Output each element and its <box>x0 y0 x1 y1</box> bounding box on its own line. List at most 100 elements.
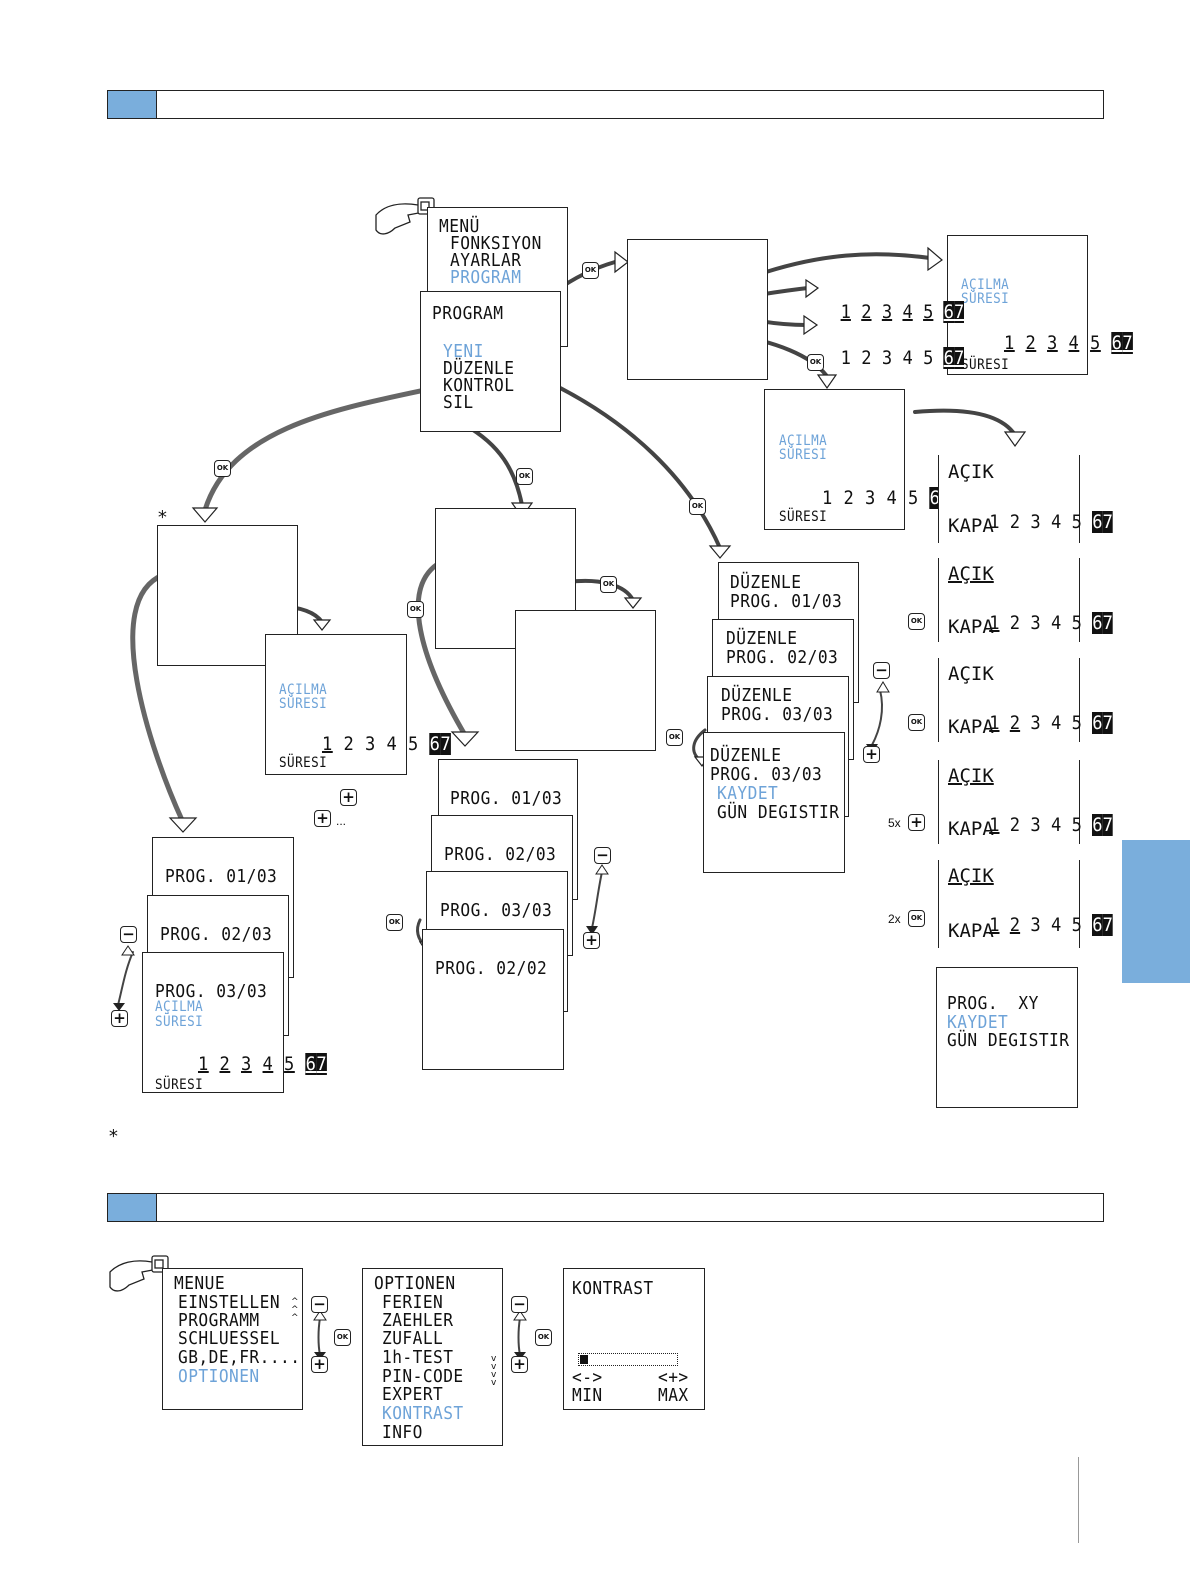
ok-button[interactable]: OK <box>407 601 424 618</box>
prog-xy-screen: PROG. XY KAYDET GÜN DEGISTIR <box>936 967 1078 1108</box>
section-header-tab <box>108 91 157 118</box>
gun-degistir-item: GÜN DEGISTIR <box>717 802 840 823</box>
ok-button[interactable]: OK <box>807 354 824 371</box>
days-row: 1 2 3 4 5 67 <box>989 612 1113 634</box>
suresi-label-blue: SÜRESI <box>961 291 1010 307</box>
menue-item-einstellen: EINSTELLEN <box>178 1292 281 1313</box>
optionen-item-expert: EXPERT <box>382 1384 444 1405</box>
menue-screen: MENUE EINSTELLEN PROGRAMM SCHLUESSEL GB,… <box>162 1268 303 1410</box>
acilma-screen-top: AÇILMA SÜRESI 1 2 3 4 5 67 SÜRESI <box>947 235 1134 375</box>
minus-button[interactable]: − <box>311 1296 328 1313</box>
max-label: MAX <box>658 1385 689 1406</box>
prog-label: PROG. 02/02 <box>435 958 548 979</box>
duzenle-screen-4: DÜZENLE PROG. 03/03 KAYDET GÜN DEGISTIR <box>703 732 845 873</box>
kaydet-item: KAYDET <box>947 1012 1009 1033</box>
menu-item-fonksiyon: FONKSIYON <box>450 233 542 254</box>
program-item-duzenle: DÜZENLE <box>443 358 515 379</box>
days-row-all-selected: 1 2 3 4 5 67 <box>840 301 965 323</box>
optionen-item-kontrast: KONTRAST <box>382 1403 464 1424</box>
program-title: PROGRAM <box>432 303 504 324</box>
prog-label: PROG. 02/03 <box>444 844 557 865</box>
acilma-screen-middle: AÇILMA SÜRESI 1 2 3 4 5 67 SÜRESI <box>764 389 952 530</box>
acilma-label: AÇILMA <box>155 999 204 1015</box>
suresi-label-blue: SÜRESI <box>155 1014 204 1030</box>
menue-item-schluessel: SCHLUESSEL <box>178 1328 281 1349</box>
ok-button[interactable]: OK <box>908 613 925 630</box>
plus-button[interactable]: + <box>340 789 357 806</box>
days-row: 1 2 3 4 5 67 <box>989 814 1113 836</box>
footnote-star: * <box>157 507 168 528</box>
min-label: MIN <box>572 1385 603 1406</box>
contrast-level-fill <box>580 1355 588 1364</box>
menue-item-optionen: OPTIONEN <box>178 1366 260 1387</box>
days-row: 1 2 3 4 5 67 <box>1003 332 1134 354</box>
ok-button[interactable]: OK <box>908 910 925 927</box>
duzenle-title: DÜZENLE <box>730 572 802 593</box>
program-item-sil: SIL <box>443 392 474 413</box>
plus-button[interactable]: + <box>314 810 331 827</box>
contrast-level-bar[interactable] <box>578 1353 678 1366</box>
acik-label: AÇIK <box>948 765 994 787</box>
ok-button[interactable]: OK <box>908 714 925 731</box>
ok-button[interactable]: OK <box>386 914 403 931</box>
acik-label: AÇIK <box>948 663 994 685</box>
kapa-label: KAPA <box>948 818 994 840</box>
plus-button[interactable]: + <box>511 1356 528 1373</box>
blank-screen-kontrol-2 <box>515 610 656 751</box>
plus-button[interactable]: + <box>311 1356 328 1373</box>
prog-label: PROG. 01/03 <box>450 788 563 809</box>
program-screen: PROGRAM YENI DÜZENLE KONTROL SIL <box>420 291 561 432</box>
plus-button[interactable]: + <box>863 746 880 763</box>
kapa-label: KAPA <box>948 515 994 537</box>
prog-label: PROG. 03/03 <box>710 764 823 785</box>
duzenle-title: DÜZENLE <box>726 628 798 649</box>
minus-button[interactable]: − <box>873 662 890 679</box>
ok-button[interactable]: OK <box>600 576 617 593</box>
menue-item-language: GB,DE,FR.... <box>178 1347 301 1368</box>
ok-button[interactable]: OK <box>689 498 706 515</box>
prog-label: PROG. 01/03 <box>165 866 278 887</box>
ok-button[interactable]: OK <box>334 1329 351 1346</box>
prog-label: PROG. 01/03 <box>730 591 843 612</box>
side-tab <box>1122 840 1190 983</box>
program-item-kontrol: KONTROL <box>443 375 515 396</box>
days-row: 1 2 3 4 5 67 <box>197 1053 328 1075</box>
ok-button[interactable]: OK <box>516 468 533 485</box>
plus-button[interactable]: + <box>111 1010 128 1027</box>
optionen-item-info: INFO <box>382 1422 423 1443</box>
gun-degistir-item: GÜN DEGISTIR <box>947 1030 1070 1051</box>
kapa-label: KAPA <box>948 920 994 942</box>
minus-button[interactable]: − <box>120 926 137 943</box>
kontrast-title: KONTRAST <box>572 1278 654 1299</box>
section-header-2 <box>107 1193 1104 1222</box>
acik-kapa-screen-4: AÇIK 1 2 3 4 5 67 KAPA <box>938 760 1113 844</box>
ok-button[interactable]: OK <box>535 1329 552 1346</box>
kaydet-item: KAYDET <box>717 783 779 804</box>
days-row: 1 2 3 4 5 67 <box>321 733 452 755</box>
menu-item-ayarlar: AYARLAR <box>450 250 522 271</box>
ellipsis-label: ... <box>336 814 347 828</box>
ok-button[interactable]: OK <box>666 729 683 746</box>
suresi-label: SÜRESI <box>155 1077 204 1093</box>
kontrast-screen: KONTRAST <-> <+> MIN MAX <box>563 1268 705 1410</box>
ok-button[interactable]: OK <box>582 262 599 279</box>
days-row-weekend-selected: 1 2 3 4 5 67 <box>840 347 965 369</box>
prog-label: PROG. 03/03 <box>440 900 553 921</box>
prog-label: PROG. 03/03 <box>721 704 834 725</box>
duzenle-title: DÜZENLE <box>721 685 793 706</box>
plus-button[interactable]: + <box>583 932 600 949</box>
scroll-up-icon: ^^^ <box>291 1297 299 1323</box>
acik-label: AÇIK <box>948 563 994 585</box>
acik-kapa-screen-3: AÇIK 1 2 3 4 5 67 KAPA <box>938 658 1113 742</box>
suresi-label: SÜRESI <box>779 509 828 525</box>
minus-button[interactable]: − <box>594 847 611 864</box>
plus-button[interactable]: + <box>908 814 925 831</box>
prog-label: PROG. 03/03 <box>155 981 268 1002</box>
ok-button[interactable]: OK <box>214 460 231 477</box>
optionen-title: OPTIONEN <box>374 1273 456 1294</box>
repeat-5x-label: 5x <box>888 816 901 830</box>
minus-button[interactable]: − <box>511 1296 528 1313</box>
days-row: 1 2 3 4 5 67 <box>989 914 1113 936</box>
days-row: 1 2 3 4 5 67 <box>989 511 1113 533</box>
